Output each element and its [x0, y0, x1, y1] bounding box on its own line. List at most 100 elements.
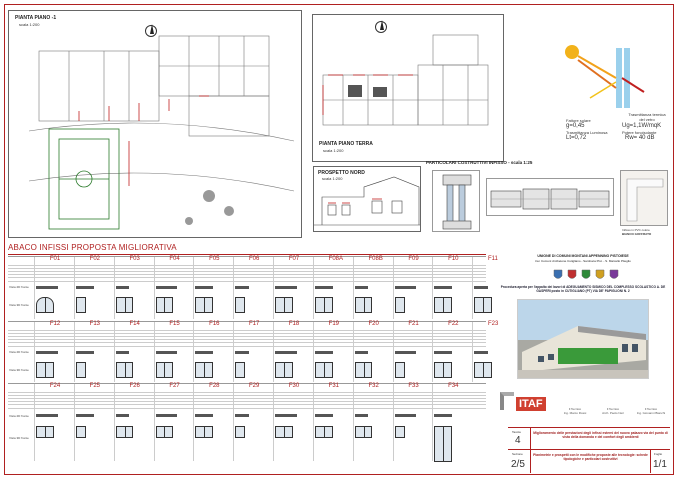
note-text: Planimetrie e prospetti con le modifiche…	[533, 453, 648, 461]
abaco-row-label: Vista 2D fronte	[9, 350, 29, 354]
window-2d-strip	[155, 351, 178, 354]
window-3d-view	[195, 362, 214, 378]
window-2d-strip	[434, 351, 453, 354]
signature-2: Il Tecnico Arch. Paolo Neri	[602, 407, 624, 415]
abaco-row-line	[8, 404, 486, 405]
north-elevation-title: PROSPETTO NORD	[318, 170, 365, 176]
abaco-row-line	[8, 268, 486, 269]
window-code: F17	[249, 321, 260, 327]
window-2d-strip	[36, 351, 58, 354]
window-3d-view	[394, 426, 405, 438]
north-arrow-icon	[145, 24, 157, 37]
abaco-col-line	[233, 384, 235, 461]
window-3d-view	[155, 362, 174, 378]
abaco-col-line	[113, 322, 115, 382]
plan-first-floor-scale: scala 1:200	[19, 22, 40, 27]
window-3d-view	[354, 297, 373, 313]
window-3d-view	[275, 297, 293, 313]
window-3d-view	[275, 426, 293, 438]
details-title: PARTICOLARI COSTRUTTIVI INFISSO - scala …	[426, 160, 533, 165]
school-rendering-image	[518, 300, 648, 378]
abaco-row-line	[8, 271, 486, 272]
abaco-col-line	[193, 322, 195, 382]
abaco-col-line	[73, 257, 75, 319]
window-3d-view	[474, 362, 492, 378]
window-3d-view	[394, 362, 405, 378]
window-code: F26	[129, 383, 140, 389]
detail-section-vertical	[432, 170, 480, 232]
abaco-col-line	[472, 257, 474, 319]
window-2d-strip	[75, 414, 94, 417]
window-3d-view	[36, 426, 54, 438]
abaco-col-line	[34, 322, 35, 382]
window-3d-view	[195, 426, 214, 438]
sheet-label: Foglio	[654, 452, 663, 456]
window-code: F07	[288, 256, 300, 262]
abaco-row-line	[8, 398, 486, 399]
window-3d-view	[434, 297, 453, 313]
window-code: F08A	[328, 256, 343, 262]
abaco-col-line	[273, 322, 274, 382]
abaco-col-line	[352, 322, 354, 382]
window-2d-strip	[354, 286, 369, 289]
window-2d-strip	[75, 286, 94, 289]
window-3d-view	[394, 297, 405, 313]
abaco-col-line	[113, 384, 115, 461]
abaco-title: ABACO INFISSI PROPOSTA MIGLIORATIVA	[8, 243, 177, 252]
window-3d-view	[155, 426, 174, 438]
window-2d-strip	[155, 414, 178, 417]
north-elevation: PROSPETTO NORD scala 1:200	[313, 166, 421, 232]
abaco-row-line	[8, 401, 486, 402]
window-code: F21	[408, 321, 419, 327]
window-3d-view	[155, 297, 174, 313]
window-code: F02	[89, 256, 100, 262]
window-code: F05	[209, 256, 220, 262]
window-code: F29	[249, 383, 260, 389]
window-2d-strip	[36, 286, 58, 289]
plan-ground-floor-scale: scala 1:200	[323, 148, 344, 153]
window-2d-strip	[115, 414, 130, 417]
window-2d-strip	[275, 414, 297, 417]
detail-section-vertical-drawing	[442, 174, 472, 230]
window-3d-view	[75, 426, 86, 438]
window-3d-view	[474, 297, 492, 313]
abaco-underline	[8, 254, 486, 255]
window-3d-view	[115, 426, 134, 438]
window-code: F10	[448, 256, 459, 262]
window-2d-strip	[434, 414, 453, 417]
window-code: F27	[169, 383, 180, 389]
window-code: F06	[249, 256, 260, 262]
abaco-row-line	[8, 274, 486, 275]
window-code: F33	[408, 383, 419, 389]
window-3d-view	[36, 297, 54, 313]
abaco-row-line	[8, 277, 486, 278]
abaco-col-line	[432, 257, 434, 319]
abaco-col-line	[472, 322, 474, 382]
window-code: F04	[169, 256, 180, 262]
abaco-row-line	[8, 395, 486, 396]
abaco-row-line	[8, 281, 486, 282]
window-code: F31	[328, 383, 339, 389]
window-code: F28	[209, 383, 220, 389]
abaco-row-label: Vista 2D fronte	[9, 285, 29, 289]
window-2d-strip	[275, 286, 297, 289]
abaco-row-label: Vista 3D fronte	[9, 368, 29, 372]
sun-icon	[565, 45, 579, 59]
window-2d-strip	[314, 286, 333, 289]
pvc-profile-image	[620, 170, 668, 226]
abaco-row-line	[8, 333, 486, 334]
window-2d-strip	[36, 414, 58, 417]
window-3d-view	[314, 297, 333, 313]
abaco-row-line	[8, 265, 486, 266]
abaco-col-line	[392, 384, 394, 461]
procedure-text: Procedura aperta per l'appalto dei lavor…	[500, 285, 666, 293]
abaco-col-line	[193, 384, 195, 461]
entity-name: UNIONE DI COMUNI MONTANI APPENNINO PISTO…	[535, 254, 631, 263]
coat-of-arms-row	[550, 268, 620, 280]
titleblock-divider	[530, 427, 531, 473]
window-code: F32	[368, 383, 379, 389]
abaco-col-line	[352, 384, 354, 461]
abaco-col-line	[352, 257, 354, 319]
